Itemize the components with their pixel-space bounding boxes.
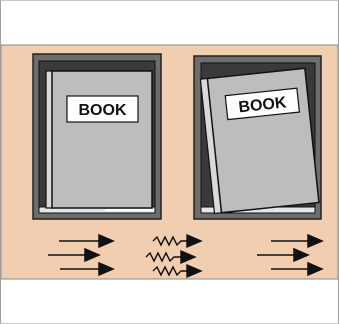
book-tilted-cover [207,68,319,213]
book-tilted: BOOK [200,68,319,213]
book-upright-cover [52,71,152,208]
book-upright: BOOK [46,71,154,210]
book-upright-label: BOOK [79,102,127,119]
